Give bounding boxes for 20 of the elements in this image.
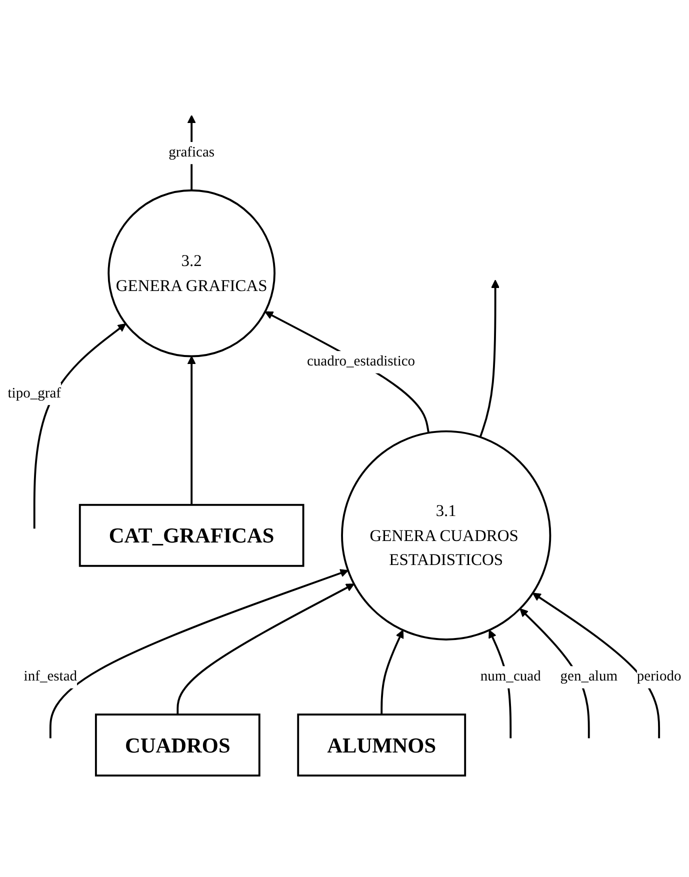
arrow: [532, 592, 660, 738]
edge-label: cuadro_estadistico: [306, 354, 416, 370]
edge-label: tipo_graf: [8, 386, 61, 402]
node-box: ALUMNOS: [297, 713, 466, 776]
arrow: [49, 568, 348, 738]
arrow: [380, 630, 404, 714]
node-box: CAT_GRAFICAS: [78, 504, 304, 567]
arrow: [176, 583, 354, 714]
node-circle: 3.2 GENERA GRAFICAS: [108, 189, 276, 358]
node-circle: 3.1 GENERA CUADROS ESTADISTICOS: [341, 430, 552, 640]
edge-label: inf_estad: [24, 668, 78, 684]
arrow: [33, 323, 126, 528]
edge-label: gen_alum: [560, 668, 618, 684]
edge-label: num_cuad: [480, 668, 541, 684]
arrow: [187, 356, 196, 505]
arrow: [264, 311, 430, 433]
node-box: CUADROS: [94, 713, 260, 776]
edge-label: periodo: [636, 668, 682, 684]
edge-label: graficas: [168, 144, 215, 160]
arrow: [479, 280, 500, 438]
